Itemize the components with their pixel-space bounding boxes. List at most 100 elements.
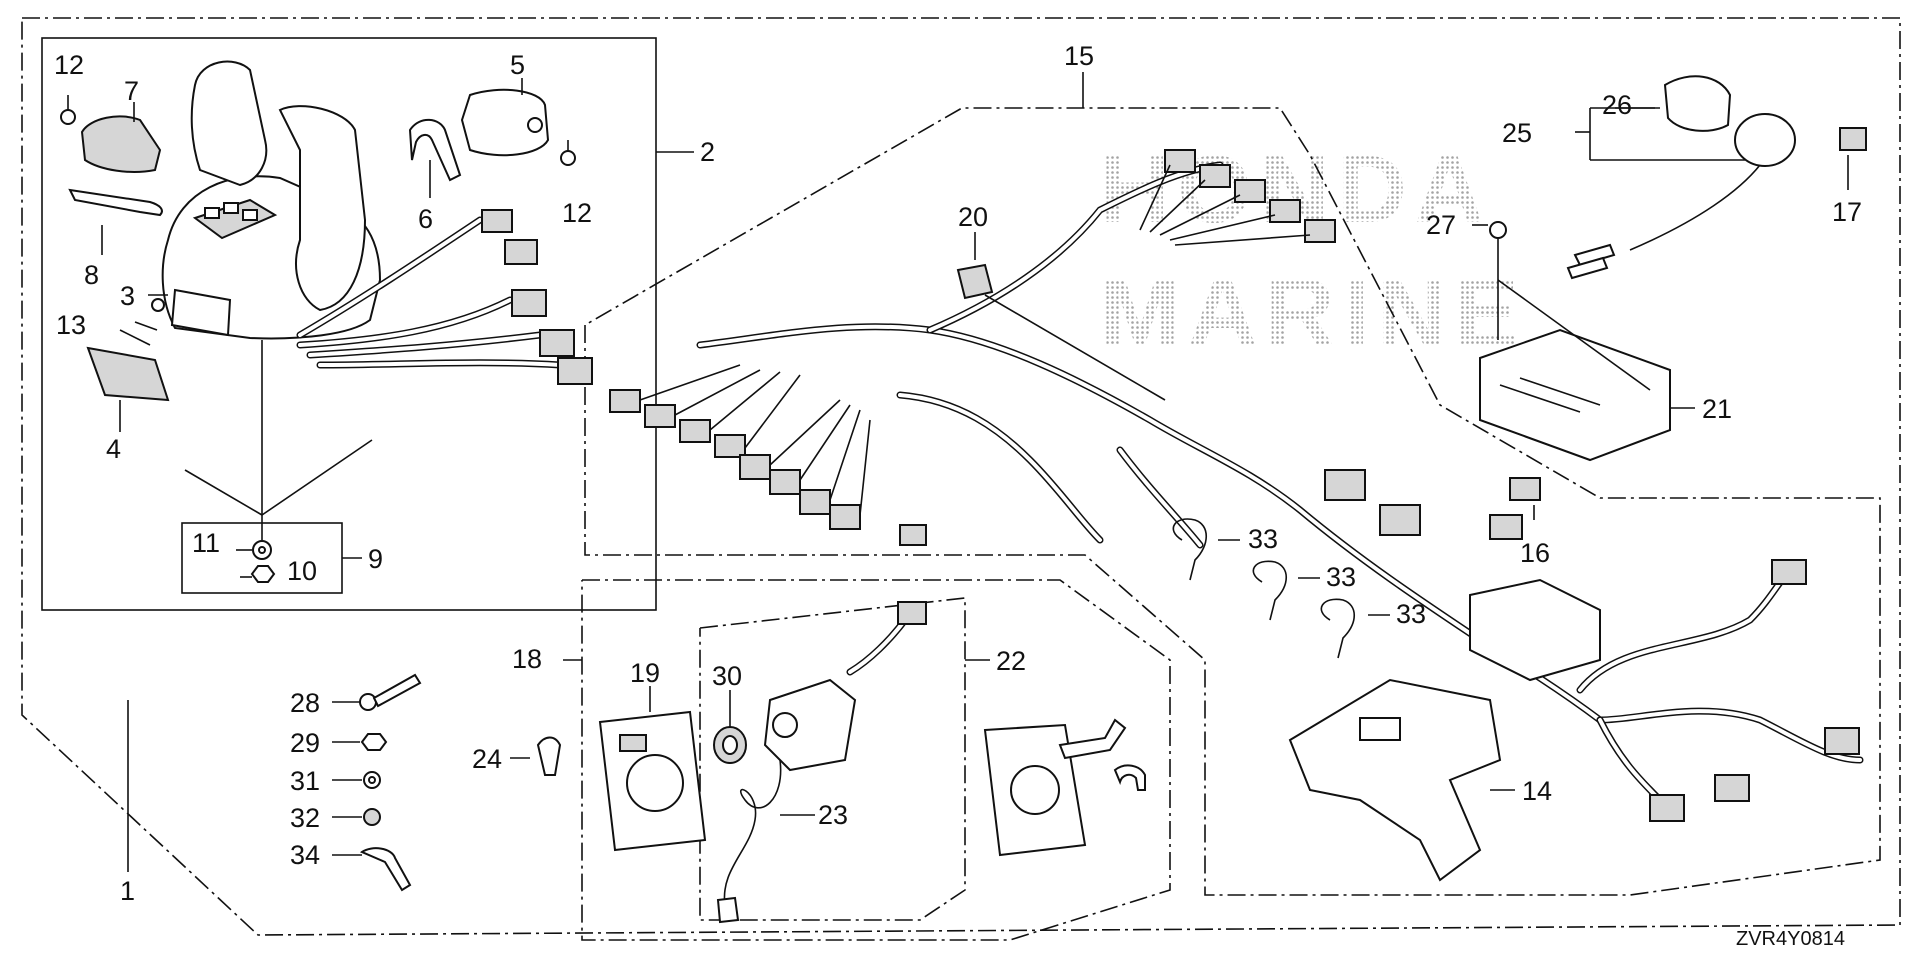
callout-12-right: 12 [562,198,592,228]
bracket-part-8 [68,188,163,217]
connector-left-1 [609,389,641,413]
connector-upper-4 [1269,199,1301,223]
connector-right-3 [1714,774,1750,802]
clip-20 [956,263,994,300]
control-box-button-1 [204,207,220,219]
washer-32 [363,808,381,826]
connector-cb-2 [504,239,538,265]
harness-branch-right-upper [1576,566,1794,694]
connector-left-7 [799,489,831,515]
connector-left-3 [679,419,711,443]
callout-11: 11 [192,528,220,558]
connector-right-1 [1771,559,1807,585]
callout-17: 17 [1832,197,1862,227]
bracket-slot [1359,717,1401,741]
callout-12-left: 12 [54,50,84,80]
connector-cb-3 [511,289,547,317]
part-17 [1839,127,1867,151]
callout-2: 2 [700,137,715,167]
assembly-boundary-outer [21,17,1901,936]
callout-23: 23 [818,800,848,830]
panel-switch-hole [626,754,684,812]
callout-13: 13 [56,310,86,340]
ring-26 [1663,75,1732,132]
callout-1: 1 [120,876,135,906]
panel-boundary [581,579,1171,941]
control-box-assembly [60,60,593,583]
control-lever [190,60,268,187]
callout-25: 25 [1502,118,1532,148]
callout-6: 6 [418,204,433,234]
leader-lines [101,72,1849,872]
cable-ties [1172,518,1356,659]
grip-hole [527,117,543,133]
watermark-line1: HONDA [1100,136,1492,243]
callout-16: 16 [1520,538,1550,568]
callout-33-a: 33 [1248,524,1278,554]
switch-clip [1113,764,1146,791]
cable-tie-33-3 [1320,598,1356,659]
screw-27 [1489,221,1507,239]
callout-4: 4 [106,434,121,464]
panel-label [619,734,647,752]
loose-hardware [359,673,562,892]
cover-part-7 [80,115,162,173]
callout-28: 28 [290,688,320,718]
cable-tie-33-1 [1172,518,1208,581]
callout-32: 32 [290,803,320,833]
control-lever-grip [278,105,367,312]
callout-24: 24 [472,744,502,774]
connector-cb-1 [481,209,513,233]
bolt-28 [359,673,422,711]
filter-terminal-1 [1573,243,1616,267]
connector-left-2 [644,404,676,428]
mounting-bracket-14 [1288,678,1502,882]
filter-terminal-2 [1566,256,1609,280]
screw-12-right [560,140,576,166]
connector-left-6 [769,469,801,495]
switch-bracket [1058,718,1127,760]
connector-right-2 [1824,727,1860,755]
callout-14: 14 [1522,776,1552,806]
connector-right-4 [1649,794,1685,822]
ecu-module-21 [1479,328,1671,462]
connector-mid-1 [1324,469,1366,501]
key-switch-connector [897,601,927,625]
callout-7: 7 [124,76,139,106]
callout-3: 3 [120,281,135,311]
callout-8: 8 [84,260,99,290]
lanyard-clip [716,896,740,924]
callout-15: 15 [1064,41,1094,71]
connector-mid-3 [1489,514,1523,540]
cable-tie-33-2 [1252,560,1288,621]
connector-cb-5 [557,357,593,385]
control-box-side-plate [170,288,232,337]
connector-bottom-left [899,524,927,546]
harness-branch-lower [896,391,1104,544]
lanyard-23 [723,759,782,906]
callout-27: 27 [1426,210,1456,240]
connector-16 [1509,477,1541,501]
callout-29: 29 [290,728,320,758]
filter-wire [1629,164,1761,251]
watermark-line2: MARINE [1100,259,1527,366]
screw-12-left [60,95,76,125]
callout-26: 26 [1602,90,1632,120]
watermark: HONDA MARINE [1100,136,1527,366]
diagram-code: ZVR4Y0814 [1736,928,1845,950]
connector-left-4 [714,434,746,458]
junction-block [1469,578,1601,682]
connector-upper-1 [1164,149,1196,173]
switch-bezel-hole [1010,765,1060,815]
control-box-button-2 [223,202,239,214]
harness-boundary [584,107,1881,896]
grip-part-5 [460,88,550,157]
callout-22: 22 [996,646,1026,676]
cover-part-4 [86,346,170,402]
clip-34 [359,847,412,892]
connector-left-5 [739,454,771,480]
nut-10 [250,565,276,583]
connector-upper-5 [1304,219,1336,243]
nut-29 [360,733,388,751]
